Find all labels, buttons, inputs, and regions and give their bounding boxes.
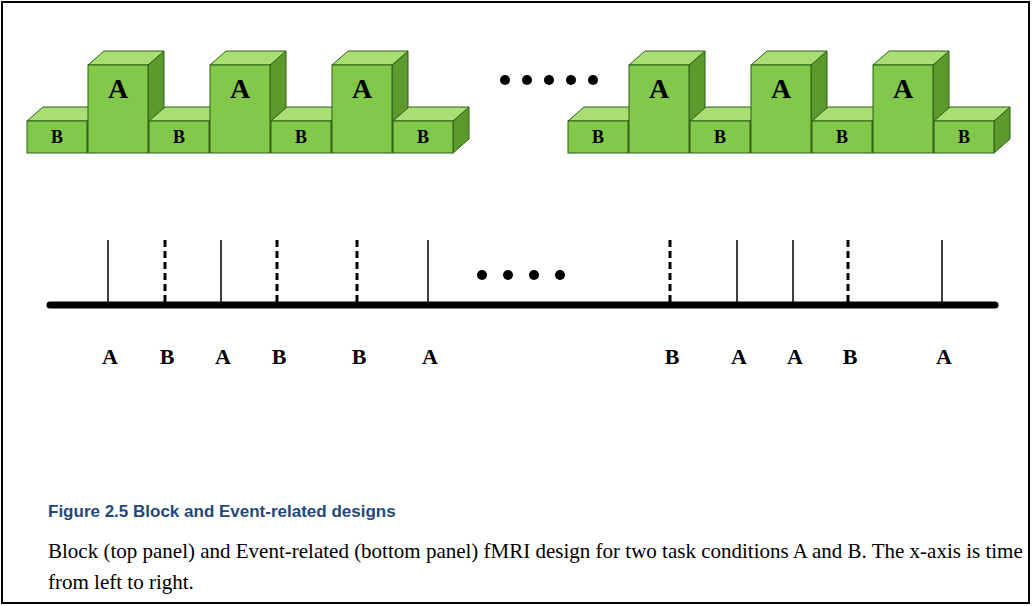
block-top (751, 51, 827, 65)
block-letter: A (332, 73, 392, 105)
block-letter: A (210, 73, 270, 105)
block-front (27, 121, 87, 153)
block-front (88, 65, 148, 153)
caption-text: Block (top panel) and Event-related (bot… (48, 536, 1023, 598)
condition-label: B (339, 344, 379, 370)
block-3d-shape (934, 107, 1010, 153)
block-front (629, 65, 689, 153)
ellipsis-dots (477, 270, 565, 280)
block: B (934, 107, 1010, 153)
block-top (934, 107, 1010, 121)
block-top (873, 51, 949, 65)
block: B (393, 107, 469, 153)
block-front (393, 121, 453, 153)
block-front (271, 121, 331, 153)
condition-label: A (410, 344, 450, 370)
block-top (88, 51, 164, 65)
block-letter: A (629, 73, 689, 105)
block-letter: B (568, 121, 628, 153)
block-letter: B (690, 121, 750, 153)
block-letter: B (934, 121, 994, 153)
block-front (751, 65, 811, 153)
condition-label: B (259, 344, 299, 370)
condition-label: A (775, 344, 815, 370)
block-letter: B (271, 121, 331, 153)
block-top (210, 51, 286, 65)
block-front (568, 121, 628, 153)
block-letter: A (88, 73, 148, 105)
ellipsis-dots (500, 75, 598, 85)
block-front (210, 65, 270, 153)
block-letter: B (149, 121, 209, 153)
condition-label: B (830, 344, 870, 370)
time-axis (50, 302, 995, 309)
block-front (690, 121, 750, 153)
block-letter: B (27, 121, 87, 153)
condition-label: A (719, 344, 759, 370)
block-front (812, 121, 872, 153)
figure-caption: Figure 2.5 Block and Event-related desig… (48, 502, 396, 522)
block-3d-shape (393, 107, 469, 153)
block-top (332, 51, 408, 65)
condition-label: A (203, 344, 243, 370)
condition-label: A (90, 344, 130, 370)
block-letter: A (751, 73, 811, 105)
condition-label: B (652, 344, 692, 370)
event-ticks (108, 240, 942, 302)
block-letter: B (393, 121, 453, 153)
block-front (332, 65, 392, 153)
block-letter: A (873, 73, 933, 105)
block-front (934, 121, 994, 153)
condition-label: B (147, 344, 187, 370)
block-letter: B (812, 121, 872, 153)
block-front (873, 65, 933, 153)
block-top (393, 107, 469, 121)
block-top (629, 51, 705, 65)
block-front (149, 121, 209, 153)
condition-label: A (924, 344, 964, 370)
